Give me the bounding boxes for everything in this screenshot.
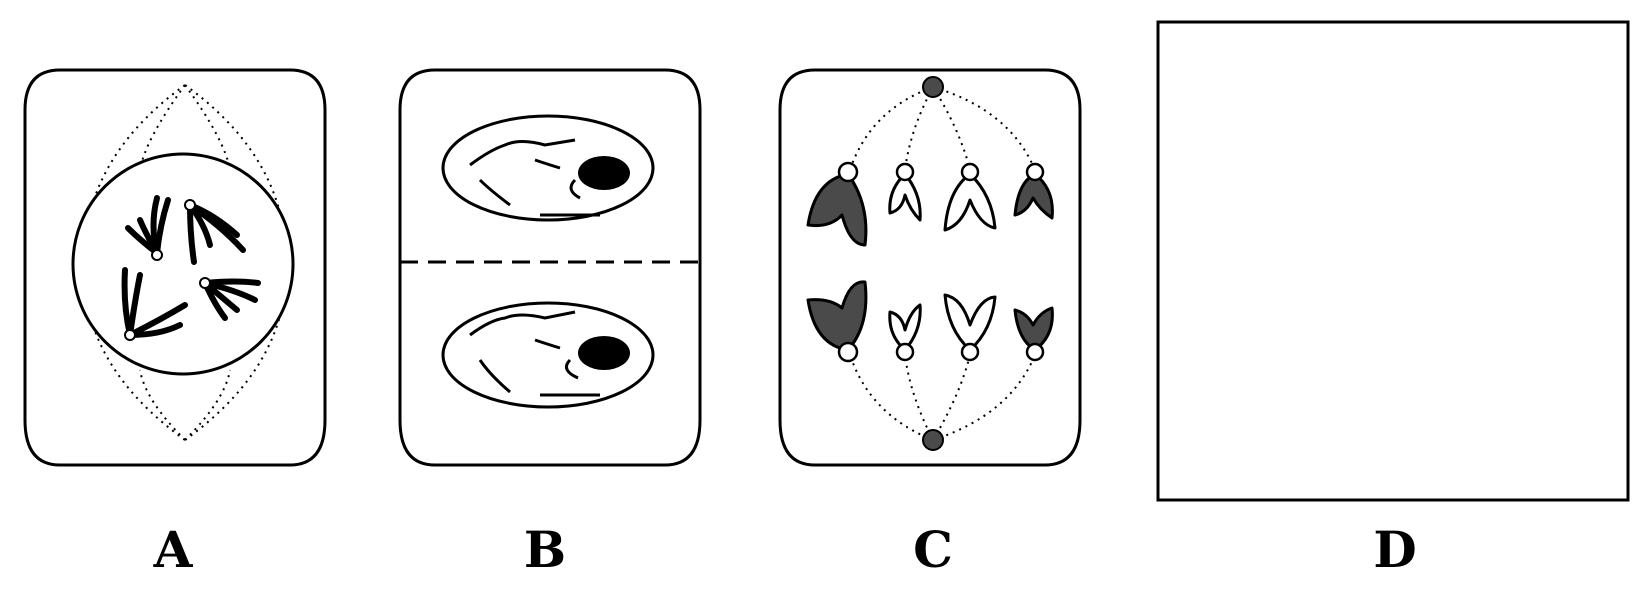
panel-c-centrosome-top [922,76,944,98]
panel-b-nucleus-top [441,114,655,222]
panel-a-centromeres [124,199,211,341]
panel-b-nucleus-bottom [441,301,655,409]
panel-c-label: C [913,520,953,579]
panel-b-cell-wall [398,68,702,467]
panel-a-cell-wall [23,68,327,467]
panel-c-chromosomes-top [806,172,1054,247]
panel-b-label: B [523,520,567,579]
panel-a-label: A [153,520,193,579]
panel-d-label: D [1373,520,1417,579]
panel-b-cell [398,68,702,467]
panel-d-empty-box [1156,20,1630,502]
panel-c-centromeres [837,161,1045,363]
panel-c-cell [778,68,1082,467]
panel-c-cell-wall [778,68,1082,467]
panel-b-nucleolus-bottom [578,336,630,370]
panel-a-cell [23,68,327,467]
panel-c-centrosome-bottom [922,429,944,451]
panel-c-chromosomes-bottom [806,280,1054,352]
panel-b-nucleolus-top [578,156,630,190]
panel-a-nuclear-envelope [71,152,295,376]
panel-c-spindle [849,86,1036,441]
